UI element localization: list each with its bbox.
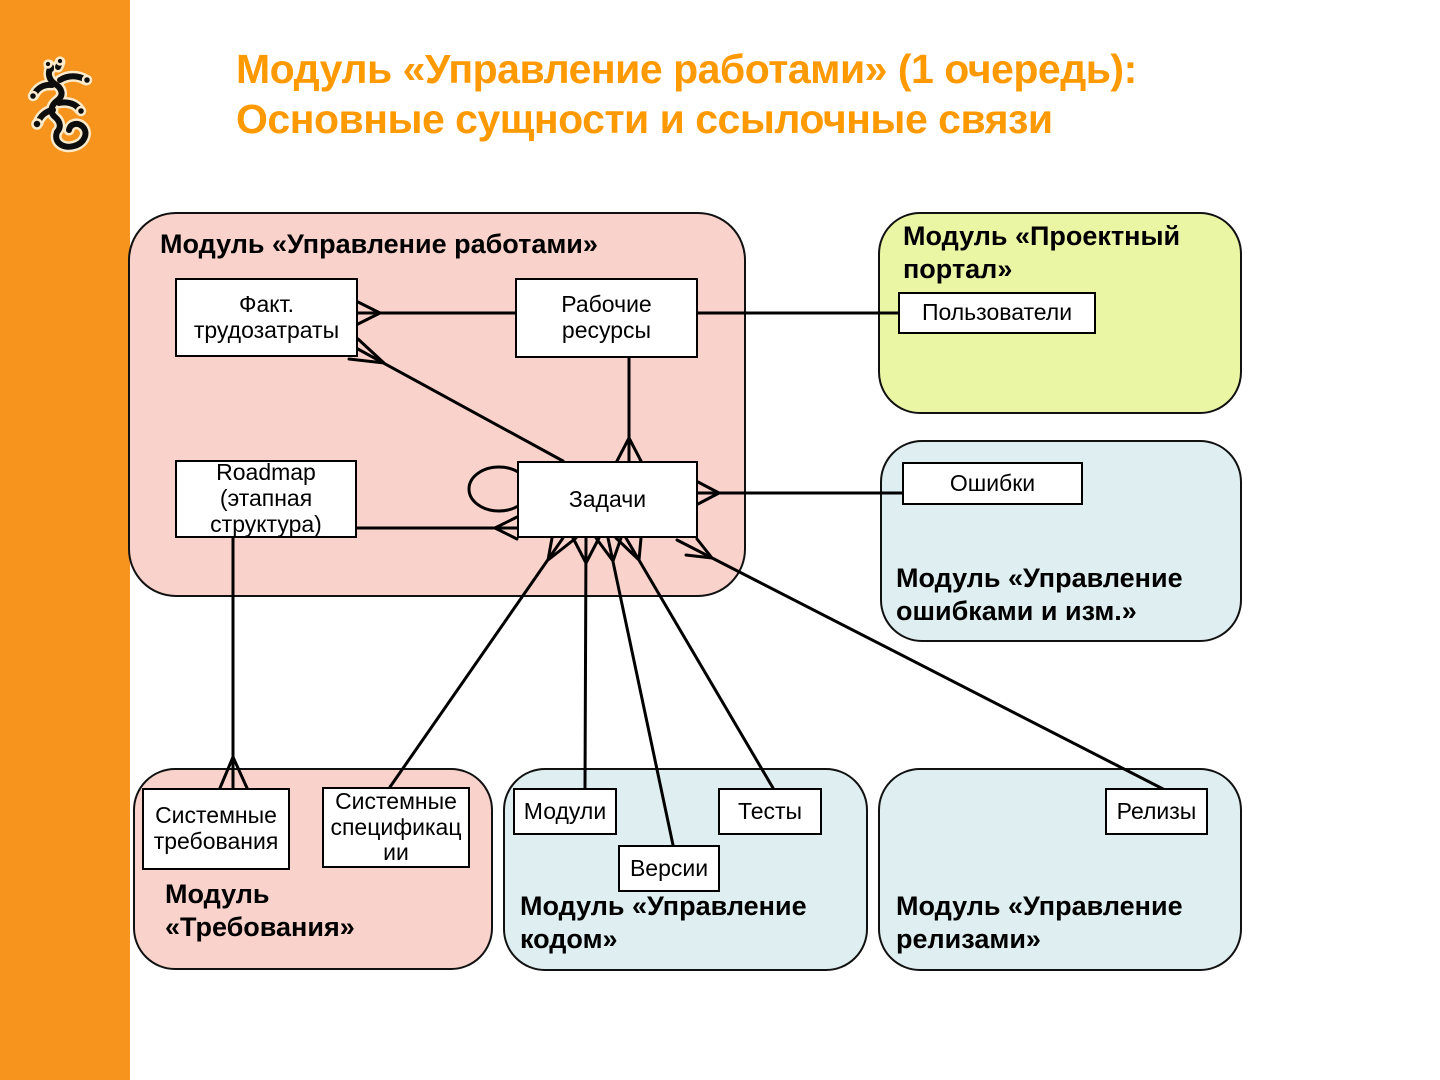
entity-roadmap: Roadmap (этапная структура) xyxy=(175,459,357,538)
entity-work-resources: Рабочие ресурсы xyxy=(515,278,698,358)
entity-bugs: Ошибки xyxy=(902,462,1083,505)
entity-fact-labor: Факт. трудозатраты xyxy=(175,278,358,357)
entity-modules: Модули xyxy=(513,788,617,835)
module-releases-title: Модуль «Управление релизами» xyxy=(896,891,1183,954)
module-work-management xyxy=(128,212,746,597)
entity-users: Пользователи xyxy=(898,292,1096,334)
entity-versions: Версии xyxy=(618,845,720,892)
entity-system-specifications: Системные спецификации xyxy=(322,787,470,868)
slide-title-line1: Модуль «Управление работами» (1 очередь)… xyxy=(236,46,1137,92)
entity-system-requirements: Системные требования xyxy=(142,788,290,870)
entity-releases: Релизы xyxy=(1105,788,1208,835)
module-portal-title: Модуль «Проектный портал» xyxy=(903,221,1181,284)
entity-tests: Тесты xyxy=(718,788,822,835)
lizard-logo-icon xyxy=(27,56,93,153)
entity-tasks: Задачи xyxy=(517,461,698,538)
sidebar-accent-bar xyxy=(0,0,130,1080)
module-code-title: Модуль «Управление кодом» xyxy=(520,891,807,954)
module-requirements-title: Модуль «Требования» xyxy=(165,879,355,942)
module-errors-title: Модуль «Управление ошибками и изм.» xyxy=(896,563,1183,626)
slide-title-line2: Основные сущности и ссылочные связи xyxy=(236,96,1053,142)
slide-title: Модуль «Управление работами» (1 очередь)… xyxy=(236,44,1137,144)
module-work-title: Модуль «Управление работами» xyxy=(160,229,598,259)
